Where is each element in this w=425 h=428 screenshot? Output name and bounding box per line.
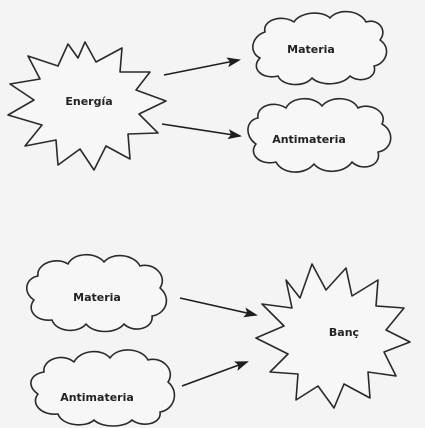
energy-starburst: [7, 41, 167, 171]
antimatter-label-top: Antimateria: [272, 133, 346, 146]
arrow-matter-to-bang: [179, 297, 258, 318]
bang-label: Banç: [329, 326, 359, 339]
matter-cloud-top: [252, 10, 388, 86]
energy-label: Energía: [65, 95, 112, 108]
matter-label-top: Materia: [287, 43, 335, 56]
bang-starburst: [255, 263, 411, 409]
matter-label-bottom: Materia: [73, 291, 121, 304]
arrow-antimatter-to-bang: [181, 361, 249, 387]
arrow-energy-to-matter: [163, 57, 241, 76]
arrow-energy-to-antimatter: [161, 123, 242, 140]
matter-cloud-bottom: [26, 253, 168, 333]
antimatter-cloud-top: [247, 97, 392, 173]
antimatter-label-bottom: Antimateria: [60, 391, 134, 404]
antimatter-cloud-bottom: [30, 349, 176, 427]
